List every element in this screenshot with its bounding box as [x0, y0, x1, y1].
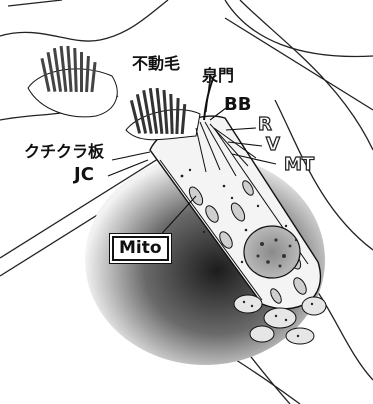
label-r: R — [258, 116, 272, 134]
label-mt: MT — [284, 156, 314, 174]
neighbor-cell — [28, 46, 117, 117]
label-cuticular-plate: クチクラ板 — [24, 144, 104, 160]
nucleus — [244, 226, 300, 278]
label-immotile-cilia: 不動毛 — [132, 56, 180, 72]
label-jc: JC — [74, 166, 94, 184]
label-pore: 泉門 — [202, 68, 234, 84]
label-mito: Mito — [112, 236, 169, 261]
label-v: V — [266, 136, 280, 154]
label-bb: BB — [224, 96, 251, 114]
